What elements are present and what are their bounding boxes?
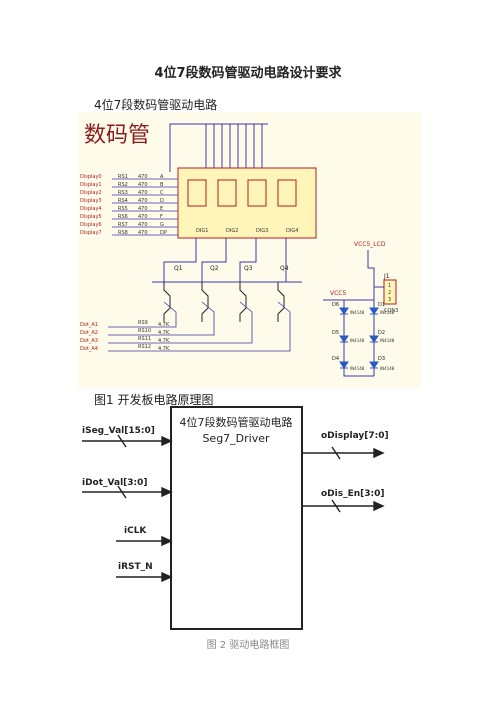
seg-value-label: 470 — [138, 222, 148, 228]
dot-net-label: Dot_A3 — [80, 338, 98, 344]
seg-resistor-label: RS7 — [118, 222, 128, 228]
diode-part: IN4148 — [350, 338, 365, 343]
diode-ref: D3 — [378, 356, 385, 362]
seg-resistor-label: RS5 — [118, 206, 128, 212]
display-net-label: Display5 — [80, 214, 102, 220]
seg-value-label: 470 — [138, 190, 148, 196]
schematic-heading: 数码管 — [84, 123, 150, 148]
seg-value-label: 470 — [138, 206, 148, 212]
display-net-label: Display1 — [80, 182, 102, 188]
output-port-label: oDis_En[3:0] — [321, 489, 385, 499]
figure2-caption: 图 2 驱动电路框图 — [206, 640, 290, 651]
diode-ref: D5 — [332, 330, 339, 336]
display-net-label: Display2 — [80, 190, 102, 196]
seg-letter-label: C — [160, 190, 164, 196]
vcc-label: VCC5 — [330, 290, 346, 297]
seg-letter-label: G — [160, 222, 164, 228]
diode-ref: D1 — [378, 302, 385, 308]
digit-label: DIG3 — [256, 228, 268, 234]
diode-part: IN4148 — [380, 366, 395, 371]
seg-letter-label: E — [160, 206, 163, 212]
connector-pin: 3 — [388, 297, 391, 303]
input-port-label: iCLK — [124, 526, 147, 536]
diode-ref: D4 — [332, 356, 339, 362]
dot-value-label: 4.7K — [158, 322, 170, 328]
block-title-en: Seg7_Driver — [202, 432, 270, 445]
document-title: 4位7段数码管驱动电路设计要求 — [154, 66, 342, 81]
seg-resistor-label: RS2 — [118, 182, 128, 188]
circuit-schematic: 数码管 DIG1 DIG2 DIG3 DIG4 Display0 Display… — [78, 112, 421, 388]
connector-body — [383, 279, 397, 305]
seg-resistor-label: RS1 — [118, 174, 128, 180]
transistor-label: Q4 — [280, 265, 289, 272]
diode-ref: D6 — [332, 302, 339, 308]
display-net-label: Display7 — [80, 230, 102, 236]
input-port-label: iRST_N — [118, 562, 153, 572]
seg-resistor-label: RS4 — [118, 198, 128, 204]
connector-part-label: CON3 — [384, 308, 398, 314]
seg-resistor-label: RS6 — [118, 214, 128, 220]
seg-letter-label: DP — [160, 230, 167, 236]
figure1-caption: 图1 开发板电路原理图 — [94, 393, 214, 407]
dot-net-label: Dot_A2 — [80, 330, 98, 336]
display-net-label: Display0 — [80, 174, 102, 180]
digit-label: DIG2 — [226, 228, 238, 234]
seg-value-label: 470 — [138, 230, 148, 236]
dot-net-label: Dot_A1 — [80, 322, 98, 328]
dot-value-label: 4.7K — [158, 346, 170, 352]
block-title-cn: 4位7段数码管驱动电路 — [180, 415, 293, 429]
digit-label: DIG4 — [286, 228, 298, 234]
seg-resistor-label: RS8 — [118, 230, 128, 236]
dot-net-label: Dot_A4 — [80, 346, 98, 352]
seg-value-label: 470 — [138, 174, 148, 180]
display-net-label: Display3 — [80, 198, 102, 204]
dot-value-label: 4.7K — [158, 338, 170, 344]
connector-ref: J1 — [383, 273, 390, 280]
transistor-label: Q2 — [210, 265, 219, 272]
driver-block — [170, 406, 303, 630]
connector-pin: 1 — [388, 283, 391, 289]
dot-resistor-label: RS11 — [138, 336, 151, 342]
seg-resistor-label: RS3 — [118, 190, 128, 196]
input-port-label: iDot_Val[3:0] — [82, 478, 148, 488]
seg-value-label: 470 — [138, 198, 148, 204]
seg-letter-label: F — [160, 214, 163, 220]
diode-part: IN4148 — [380, 310, 395, 315]
digit-label: DIG1 — [196, 228, 208, 234]
dot-value-label: 4.7K — [158, 330, 170, 336]
section-subtitle: 4位7段数码管驱动电路 — [94, 98, 218, 112]
diode-ref: D2 — [378, 330, 385, 336]
display-net-label: Display6 — [80, 222, 102, 228]
seg-letter-label: D — [160, 198, 164, 204]
diode-part: IN4148 — [350, 366, 365, 371]
seg-letter-label: A — [160, 174, 164, 180]
dot-resistor-label: RS10 — [138, 328, 151, 334]
transistor-label: Q3 — [244, 265, 253, 272]
vcc-lcd-label: VCC5_LCD — [354, 241, 386, 248]
block-drawing: 4位7段数码管驱动电路 Seg7_Driver iSeg_Val[15:0] i… — [82, 406, 389, 630]
diode-part: IN4148 — [380, 338, 395, 343]
seg-value-label: 470 — [138, 182, 148, 188]
dot-resistor-label: RS12 — [138, 344, 151, 350]
schematic-drawing: 数码管 DIG1 DIG2 DIG3 DIG4 Display0 Display… — [80, 123, 398, 377]
driver-block-diagram: 4位7段数码管驱动电路 Seg7_Driver iSeg_Val[15:0] i… — [76, 405, 421, 633]
input-port-label: iSeg_Val[15:0] — [82, 426, 155, 436]
transistor-label: Q1 — [174, 265, 183, 272]
output-port-label: oDisplay[7:0] — [321, 431, 389, 441]
display-net-label: Display4 — [80, 206, 102, 212]
seg-value-label: 470 — [138, 214, 148, 220]
diode-part: IN4148 — [350, 310, 365, 315]
seg-letter-label: B — [160, 182, 164, 188]
connector-pin: 2 — [388, 290, 391, 296]
dot-resistor-label: RS9 — [138, 320, 148, 326]
